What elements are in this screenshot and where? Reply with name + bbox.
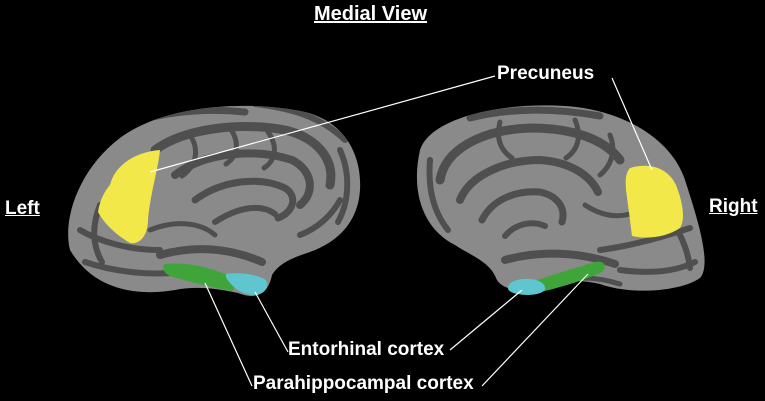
right-hemisphere-label: Right (709, 196, 758, 217)
right-hemisphere (416, 105, 705, 295)
left-precuneus-region (98, 150, 160, 244)
figure-title: Medial View (314, 3, 428, 25)
precuneus-label: Precuneus (497, 63, 595, 84)
precuneus-leader-left (149, 75, 496, 173)
right-sulci-pattern (426, 106, 698, 287)
parahippocampal-leader-left (204, 282, 253, 387)
right-precuneus-region (625, 165, 683, 238)
left-hemisphere-label: Left (5, 198, 40, 219)
left-entorhinal-region (225, 273, 268, 295)
precuneus-leader-right (611, 77, 653, 171)
left-hemisphere (68, 105, 361, 296)
entorhinal-leader-left (254, 291, 289, 353)
leader-lines (149, 75, 653, 387)
right-entorhinal-region (508, 278, 546, 295)
right-parahippocampal-region (536, 261, 605, 291)
entorhinal-cortex-label: Entorhinal cortex (288, 339, 445, 360)
entorhinal-leader-right (449, 289, 523, 351)
parahippocampal-cortex-label: Parahippocampal cortex (253, 373, 474, 394)
left-parahippocampal-region (163, 263, 235, 291)
parahippocampal-leader-right (481, 273, 589, 387)
